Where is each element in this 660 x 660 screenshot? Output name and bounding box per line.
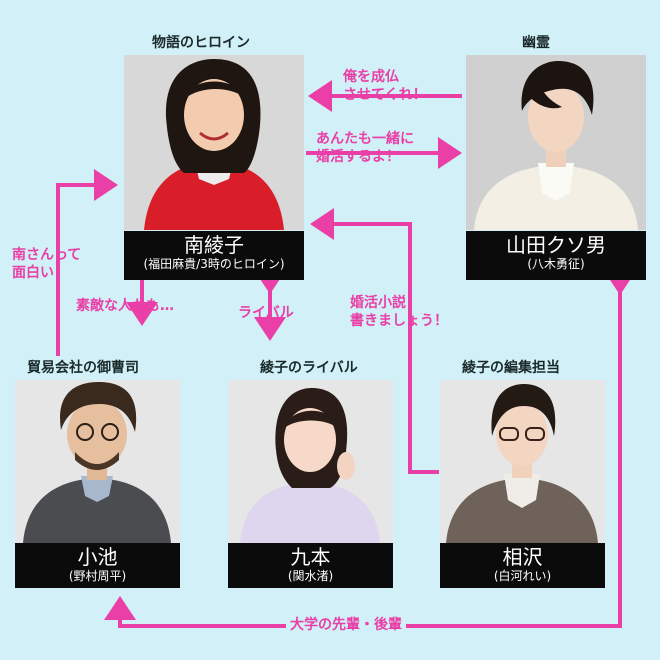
role-rival: 綾子のライバル [260,360,358,376]
label-aizawa-to-minami-line2: 書きましょう！ [350,313,448,329]
actor-kumoto: (関水渚) [287,569,334,583]
label-rivalry: ライバル [238,305,294,321]
photo-kumoto [228,380,393,543]
name-kumoto: 九本 [290,545,331,569]
namebox-koike: 小池 (野村周平) [15,543,180,588]
label-ghost-to-minami-line2: させてくれ！ [343,87,427,103]
card-kumoto: 九本 (関水渚) [228,380,393,588]
actor-minami: (福田麻貴/3時のヒロイン) [143,257,285,271]
label-minami-to-ghost-line2: 婚活するよ！ [316,149,400,165]
name-aizawa: 相沢 [502,545,543,569]
label-aizawa-to-minami: 婚活小説 書きましょう！ [350,294,448,330]
photo-minami [124,55,304,230]
namebox-yamada: 山田クソ男 (八木勇征) [466,231,646,280]
role-boss: 貿易会社の御曹司 [27,360,139,376]
actor-koike: (野村周平) [68,569,127,583]
namebox-minami: 南綾子 (福田麻貴/3時のヒロイン) [124,231,304,280]
namebox-kumoto: 九本 (関水渚) [228,543,393,588]
card-koike: 小池 (野村周平) [15,380,180,588]
photo-koike [15,380,180,543]
actor-yamada: (八木勇征) [527,257,585,271]
role-editor: 綾子の編集担当 [462,360,560,376]
namebox-aizawa: 相沢 (白河れい) [440,543,605,588]
label-ghost-to-minami: 俺を成仏 させてくれ！ [343,68,427,104]
name-yamada: 山田クソ男 [506,233,606,257]
photo-yamada [466,55,646,230]
actor-aizawa: (白河れい) [493,569,552,583]
name-koike: 小池 [77,545,118,569]
card-aizawa: 相沢 (白河れい) [440,380,605,588]
label-aizawa-to-minami-line1: 婚活小説 [350,295,406,311]
label-university: 大学の先輩・後輩 [286,616,406,634]
card-minami: 南綾子 (福田麻貴/3時のヒロイン) [124,55,304,280]
card-yamada: 山田クソ男 (八木勇征) [466,55,646,280]
photo-aizawa [440,380,605,543]
label-koike-to-minami-line1: 南さんって [12,247,82,263]
role-ghost: 幽霊 [522,35,550,51]
name-minami: 南綾子 [184,233,244,257]
label-minami-to-ghost-line1: あんたも一緒に [316,131,414,147]
label-koike-to-minami-line2: 面白い [12,265,54,281]
label-koike-to-minami: 南さんって 面白い [12,246,81,282]
label-minami-to-koike: 素敵な人かも… [76,298,174,314]
arrow-koike-to-minami [56,169,118,356]
role-heroine: 物語のヒロイン [152,35,250,51]
label-ghost-to-minami-line1: 俺を成仏 [343,69,399,85]
label-minami-to-ghost: あんたも一緒に 婚活するよ！ [316,130,414,166]
